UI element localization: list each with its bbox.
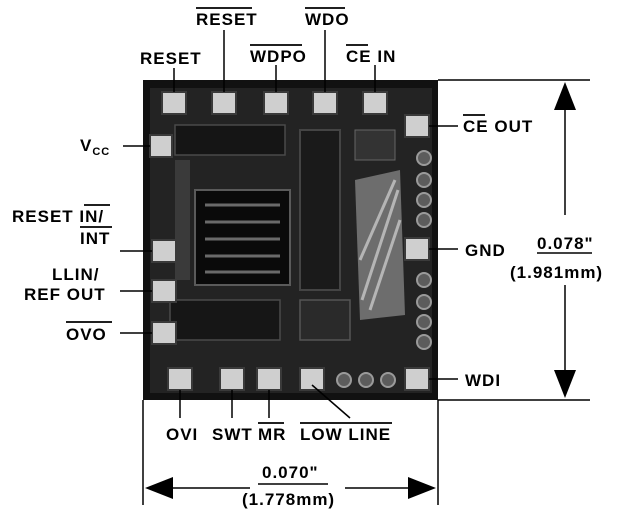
- pad-reset: [161, 91, 187, 115]
- label-low-line: LOW LINE: [300, 425, 391, 444]
- label-reset-bar: RESET: [196, 10, 258, 29]
- label-llin-line2: REF OUT: [24, 285, 106, 304]
- label-ce-in: CE IN: [346, 47, 396, 66]
- height-mm: (1.981mm): [510, 263, 603, 282]
- pad-reset-bar: [211, 91, 237, 115]
- label-ce-out: CE OUT: [463, 117, 533, 136]
- label-swt: SWT: [212, 425, 253, 444]
- label-ovi: OVI: [166, 425, 198, 444]
- label-reset: RESET: [140, 49, 202, 68]
- bond-pads: [149, 91, 430, 391]
- pad-ce-in: [362, 91, 388, 115]
- label-ovo: OVO: [66, 325, 107, 344]
- arrow-up: [554, 82, 576, 110]
- label-gnd: GND: [465, 241, 506, 260]
- arrow-down: [554, 370, 576, 398]
- pad-swt: [219, 367, 245, 391]
- label-llin-line1: LLIN/: [52, 265, 100, 284]
- pad-wdpo: [263, 91, 289, 115]
- pad-ce-out: [404, 114, 430, 138]
- pad-gnd: [404, 237, 430, 261]
- pad-wdo: [312, 91, 338, 115]
- pad-ovi: [167, 367, 193, 391]
- label-reset-in-line1: RESET IN/: [12, 207, 104, 226]
- pad-low-line: [299, 367, 325, 391]
- pad-ovo: [151, 321, 177, 345]
- height-inches: 0.078": [537, 234, 594, 253]
- height-dimension: 0.078" (1.981mm): [438, 79, 603, 401]
- pin-labels: RESET RESET WDPO WDO CE IN CE OUT VCC RE…: [12, 7, 533, 444]
- leader-lines: [120, 30, 458, 419]
- pad-mr: [256, 367, 282, 391]
- label-vcc: VCC: [80, 136, 110, 158]
- pad-wdi: [404, 367, 430, 391]
- pad-llin: [151, 279, 177, 303]
- die-image: [143, 80, 438, 400]
- pad-reset-in: [151, 239, 177, 263]
- label-wdi: WDI: [465, 371, 501, 390]
- width-mm: (1.778mm): [242, 490, 335, 509]
- width-inches: 0.070": [262, 463, 319, 482]
- width-dimension: 0.070" (1.778mm): [142, 400, 439, 509]
- arrow-right: [408, 477, 436, 499]
- label-wdo: WDO: [305, 10, 350, 29]
- label-reset-in-line2: INT: [80, 229, 110, 248]
- pad-vcc: [149, 134, 173, 158]
- label-mr: MR: [258, 425, 286, 444]
- arrow-left: [145, 477, 173, 499]
- label-wdpo: WDPO: [250, 47, 307, 66]
